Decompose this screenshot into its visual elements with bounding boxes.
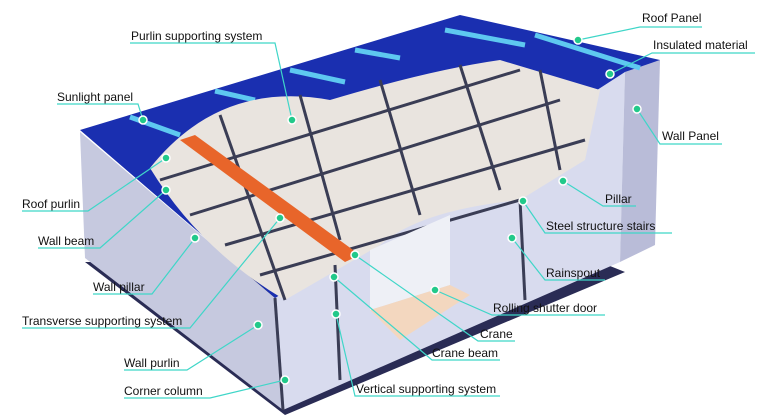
left-end-wall — [80, 132, 283, 410]
label-corner-column: Corner column — [124, 384, 203, 398]
label-crane: Crane — [480, 327, 513, 341]
crane-girder — [180, 135, 360, 262]
right-end-wall — [620, 60, 660, 262]
label-wall-pillar: Wall pillar — [93, 280, 145, 294]
label-pillar: Pillar — [605, 192, 632, 206]
label-rolling-shutter-door: Rolling shutter door — [493, 301, 598, 315]
label-rainspout: Rainspout — [546, 266, 601, 280]
label-wall-beam: Wall beam — [38, 234, 95, 248]
marker-dots — [138, 35, 642, 385]
label-steel-structure-stairs: Steel structure stairs — [546, 219, 656, 233]
label-transverse-supporting-system: Transverse supporting system — [22, 314, 183, 328]
label-wall-panel: Wall Panel — [662, 129, 719, 143]
label-sunlight-panel: Sunlight panel — [57, 90, 134, 104]
label-crane-beam: Crane beam — [432, 346, 499, 360]
label-insulated-material: Insulated material — [653, 38, 748, 52]
sunlight-panels — [129, 27, 641, 138]
label-vertical-supporting-system: Vertical supporting system — [356, 382, 497, 396]
label-wall-purlin: Wall purlin — [124, 356, 180, 370]
door-floor — [370, 285, 470, 340]
label-purlin-supporting-system: Purlin supporting system — [131, 29, 263, 43]
label-roof-purlin: Roof purlin — [22, 197, 81, 211]
label-roof-panel: Roof Panel — [642, 11, 702, 25]
leader-lines — [22, 26, 755, 399]
rolling-shutter-door — [370, 215, 450, 310]
